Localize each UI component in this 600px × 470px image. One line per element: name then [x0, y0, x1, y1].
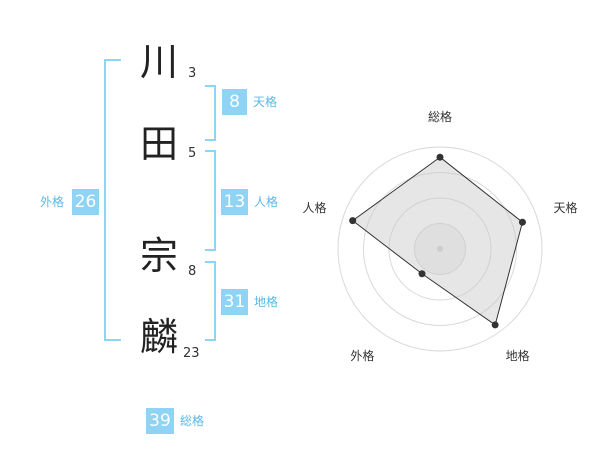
stroke-count-4: 23 [183, 346, 200, 361]
radar-axis-label-2: 天格 [554, 200, 578, 215]
name-char-4: 麟 [140, 315, 179, 359]
soukaku-value: 39 [146, 408, 174, 434]
radar-axis-label-4: 外格 [350, 348, 374, 363]
chikaku-label: 地格 [254, 295, 279, 309]
radar-point-3 [491, 321, 499, 329]
stroke-count-2: 5 [188, 146, 197, 161]
radar-point-5 [349, 217, 357, 225]
gaikaku-label: 外格 [40, 195, 65, 209]
chikaku-bracket [205, 261, 216, 341]
gaikaku-bracket [104, 59, 121, 341]
jinkaku-label: 人格 [254, 195, 279, 209]
tenkaku-label: 天格 [253, 95, 278, 109]
radar-points [349, 153, 526, 329]
radar-data-area [351, 156, 524, 326]
jinkaku-bracket [205, 150, 216, 251]
tenkaku-value: 8 [222, 89, 247, 115]
chikaku-value: 31 [221, 289, 248, 315]
radar-ring [363, 172, 517, 326]
tenkaku-bracket [205, 85, 216, 141]
radar-axis-label-3: 地格 [506, 348, 530, 363]
stroke-count-1: 3 [188, 66, 197, 81]
radar-point-1 [436, 153, 444, 161]
name-char-3: 宗 [140, 234, 179, 278]
name-char-2: 田 [140, 122, 179, 166]
stroke-count-3: 8 [188, 264, 197, 279]
radar-ring [337, 146, 543, 352]
radar-axis-label-1: 総格 [428, 109, 452, 124]
radar-axis-label-5: 人格 [302, 200, 326, 215]
name-char-1: 川 [140, 40, 179, 84]
radar-point-2 [518, 218, 526, 226]
jinkaku-value: 13 [221, 189, 248, 215]
radar-point-4 [418, 270, 426, 278]
soukaku-label: 総格 [180, 414, 205, 428]
radar-center [437, 246, 443, 252]
gaikaku-value: 26 [72, 189, 99, 215]
